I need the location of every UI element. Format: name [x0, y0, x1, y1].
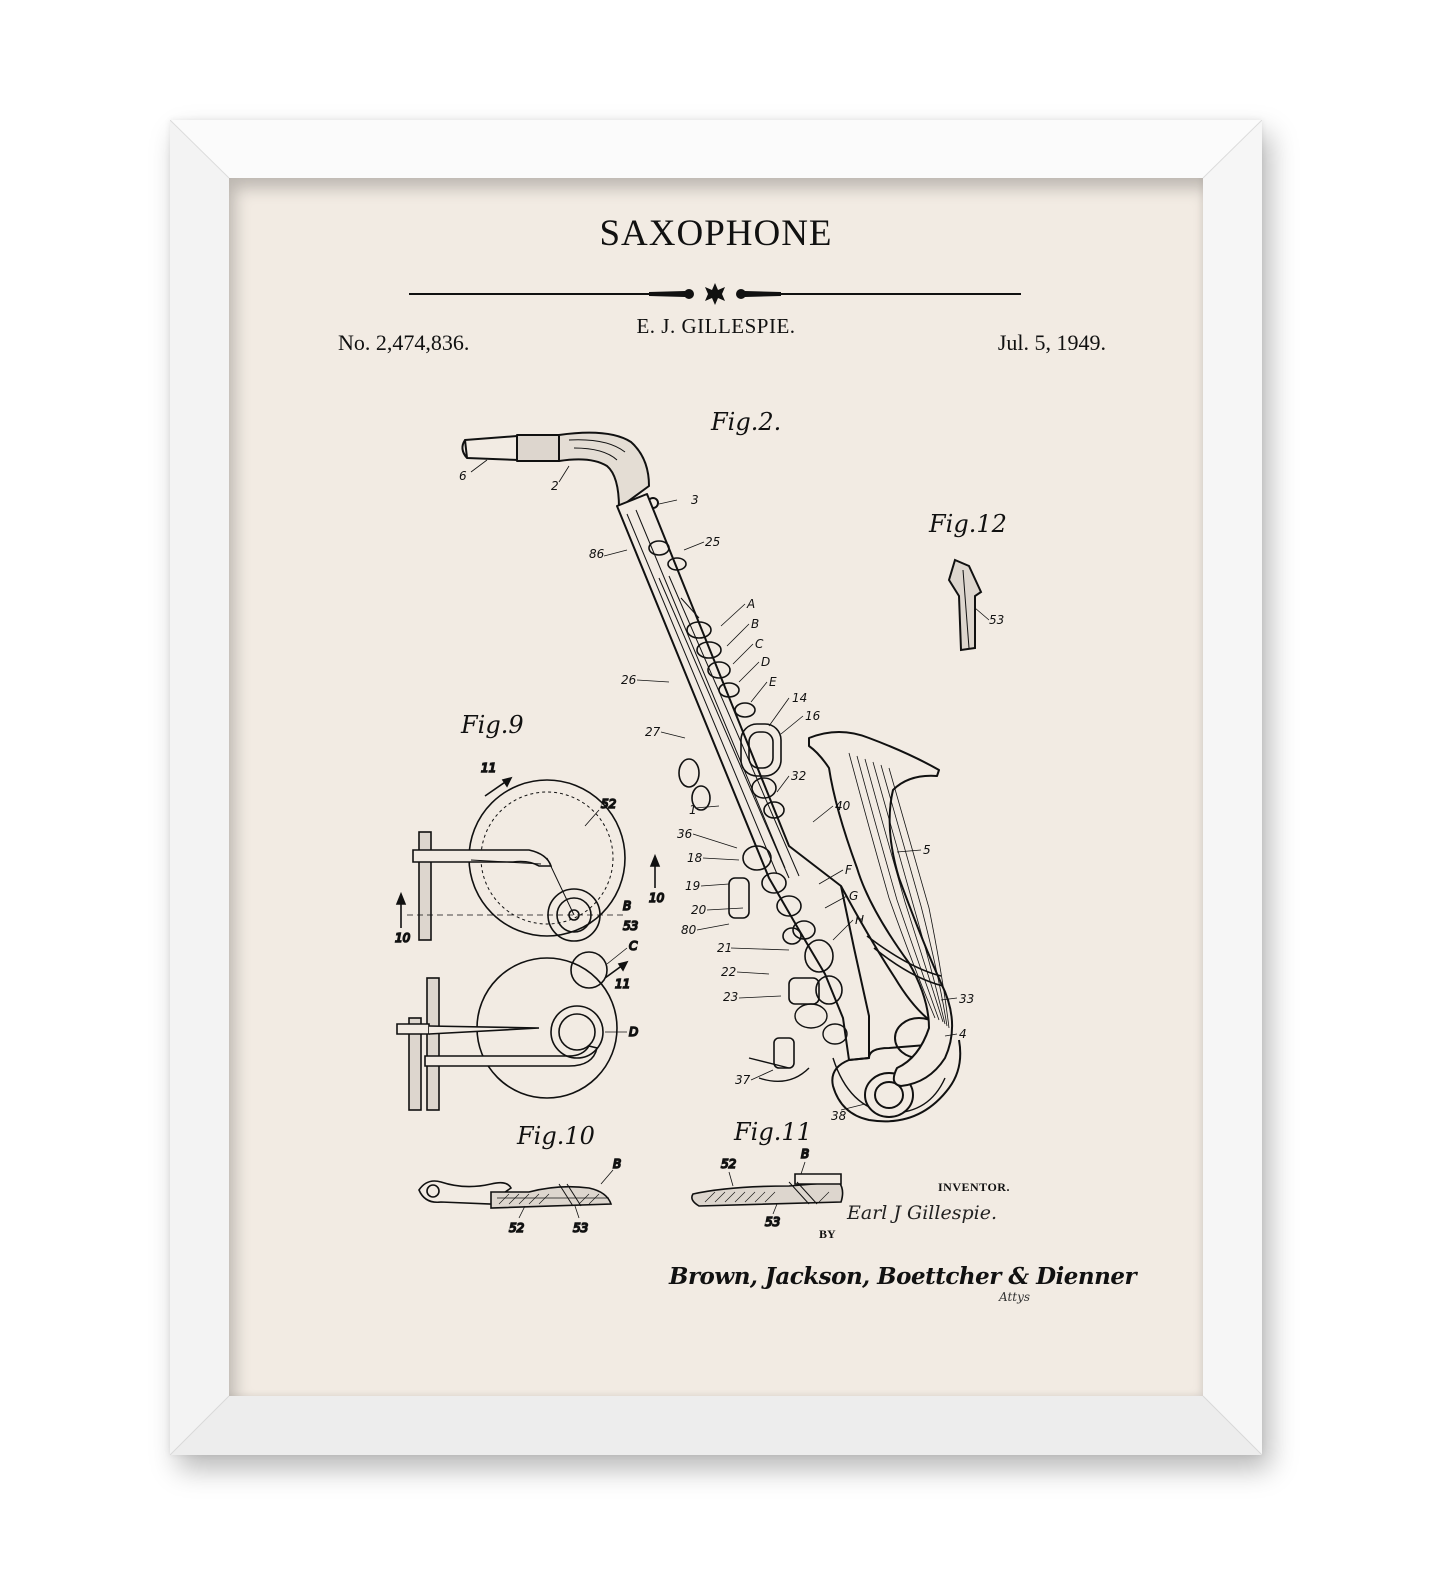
fig2-label: Fig.2.: [710, 408, 781, 436]
svg-text:3: 3: [691, 493, 699, 507]
fig11-label: Fig.11: [733, 1118, 812, 1146]
svg-text:36: 36: [677, 827, 693, 841]
svg-text:33: 33: [959, 992, 974, 1006]
fig10-illustration: B 52 53: [418, 1156, 622, 1236]
fig12-label: Fig.12: [928, 510, 1007, 538]
svg-text:B: B: [751, 617, 759, 631]
patent-drawing: Fig.2. Fig.12 Fig.9 Fig.10 Fig.11: [394, 408, 1007, 1236]
svg-text:16: 16: [805, 709, 821, 723]
svg-text:B: B: [623, 899, 631, 913]
svg-text:1: 1: [689, 803, 697, 817]
svg-text:19: 19: [685, 879, 700, 893]
svg-text:25: 25: [705, 535, 720, 549]
svg-text:10: 10: [649, 891, 665, 905]
fig10-label: Fig.10: [516, 1122, 595, 1150]
svg-text:B: B: [613, 1157, 621, 1171]
fig11-illustration: 52 B 53: [691, 1146, 844, 1230]
svg-text:D: D: [629, 1025, 638, 1039]
svg-text:B: B: [801, 1147, 809, 1161]
svg-text:11: 11: [481, 761, 496, 775]
svg-text:C: C: [629, 939, 638, 953]
svg-text:37: 37: [735, 1073, 751, 1087]
by-label: BY: [819, 1227, 836, 1241]
svg-text:40: 40: [835, 799, 851, 813]
svg-text:52: 52: [721, 1157, 736, 1171]
svg-text:2: 2: [551, 479, 559, 493]
svg-text:A: A: [746, 597, 755, 611]
patent-date: Jul. 5, 1949.: [997, 330, 1106, 355]
svg-text:86: 86: [589, 547, 605, 561]
svg-text:53: 53: [765, 1215, 780, 1229]
svg-text:38: 38: [831, 1109, 847, 1123]
frame-bevel: [170, 120, 1262, 1455]
svg-text:G: G: [849, 889, 858, 903]
patent-print: SAXOPHONE E. J. GILLESPIE. No. 2,474,836…: [229, 178, 1203, 1396]
svg-text:C: C: [755, 637, 764, 651]
svg-text:D: D: [761, 655, 770, 669]
fig9-illustration: 11 52 B 53 10: [394, 760, 665, 1111]
picture-frame: SAXOPHONE E. J. GILLESPIE. No. 2,474,836…: [170, 120, 1262, 1455]
svg-text:52: 52: [601, 797, 616, 811]
svg-text:21: 21: [717, 941, 732, 955]
inventor-label: INVENTOR.: [938, 1180, 1010, 1194]
svg-text:53: 53: [573, 1221, 588, 1235]
svg-text:14: 14: [792, 691, 807, 705]
star-icon: [705, 283, 725, 305]
saxophone-illustration: [461, 431, 962, 1123]
leader-lines: [470, 459, 958, 1111]
svg-text:26: 26: [621, 673, 637, 687]
inventor-name: E. J. GILLESPIE.: [636, 314, 796, 338]
inventor-signature: Earl J Gillespie.: [847, 1202, 997, 1224]
svg-text:6: 6: [459, 469, 467, 483]
svg-text:11: 11: [615, 977, 630, 991]
patent-number: No. 2,474,836.: [338, 330, 470, 355]
fig9-label: Fig.9: [460, 711, 524, 739]
svg-text:53: 53: [989, 613, 1004, 627]
svg-text:22: 22: [721, 965, 736, 979]
fig12-illustration: [947, 558, 990, 652]
saxophone-reference-numbers: 6 2 3 86 25 A B C D E 14 16 26 27 32 1 4…: [459, 469, 1004, 1123]
poster-title: SAXOPHONE: [599, 213, 833, 254]
svg-text:10: 10: [395, 931, 411, 945]
svg-text:32: 32: [791, 769, 806, 783]
svg-text:20: 20: [691, 903, 707, 917]
svg-text:4: 4: [959, 1027, 967, 1041]
attys-label: Attys: [999, 1290, 1031, 1304]
svg-text:80: 80: [681, 923, 697, 937]
attorney-signature: Brown, Jackson, Boettcher & Dienner: [669, 1263, 1137, 1290]
svg-text:18: 18: [687, 851, 703, 865]
svg-text:23: 23: [723, 990, 738, 1004]
svg-text:53: 53: [623, 919, 638, 933]
svg-text:52: 52: [509, 1221, 524, 1235]
svg-text:H: H: [855, 913, 864, 927]
svg-text:E: E: [769, 675, 777, 689]
svg-text:27: 27: [645, 725, 661, 739]
svg-text:F: F: [845, 863, 853, 877]
ornament-divider: [409, 283, 1021, 305]
svg-text:5: 5: [923, 843, 931, 857]
